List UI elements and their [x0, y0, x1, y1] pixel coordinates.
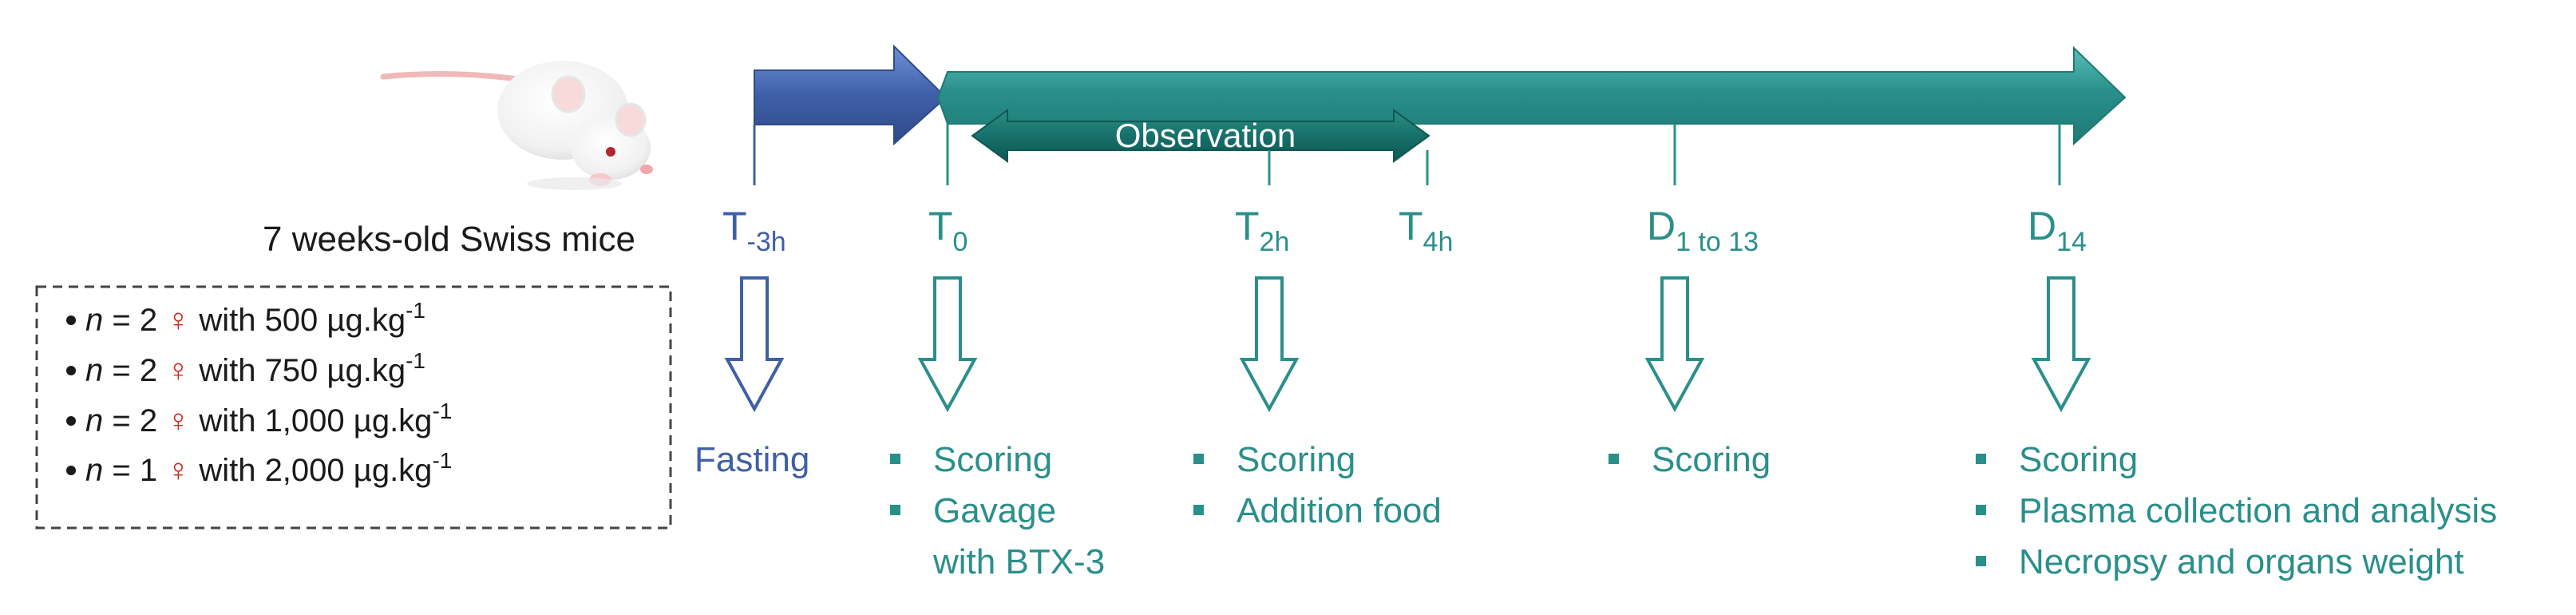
timepoint-item: Necropsy and organs weight	[2019, 542, 2464, 581]
mouse-ear-left	[551, 75, 586, 113]
dose-group-text: n = 2 ♀ with 750 µg.kg-1	[85, 348, 425, 388]
timepoint-label: T4h	[1399, 204, 1453, 257]
timepoint-label: D1 to 13	[1647, 204, 1759, 257]
mouse-image	[380, 61, 653, 190]
bullet-icon	[66, 416, 76, 426]
timepoint-label: T2h	[1235, 204, 1289, 257]
timepoint-label: D14	[2028, 204, 2087, 257]
female-symbol-icon: ♀	[166, 303, 190, 338]
down-arrow-icon	[724, 276, 785, 413]
timepoint-label: T-3h	[722, 204, 786, 257]
dose-group-text: n = 1 ♀ with 2,000 µg.kg-1	[85, 448, 452, 488]
square-bullet-icon	[1976, 556, 1986, 566]
timepoint-item: Gavage	[933, 491, 1056, 530]
timepoint-label: T0	[928, 204, 967, 257]
dose-group-row: n = 2 ♀ with 1,000 µg.kg-1	[66, 399, 452, 438]
mouse-ear-right	[615, 102, 647, 137]
mouse-tail	[380, 71, 526, 83]
dose-group-text: n = 2 ♀ with 500 µg.kg-1	[85, 298, 425, 338]
observation-arrow	[971, 109, 1430, 163]
square-bullet-icon	[1609, 454, 1619, 464]
dose-group-row: n = 2 ♀ with 750 µg.kg-1	[66, 348, 425, 388]
mouse-nose	[640, 165, 653, 174]
main-timeline-arrow	[936, 46, 2127, 146]
timepoint-d1-13: D1 to 13 Scoring	[1609, 124, 1771, 479]
subject-caption: 7 weeks-old Swiss mice	[263, 220, 635, 259]
bullet-icon	[66, 315, 76, 325]
bullet-icon	[66, 366, 76, 375]
timepoint-item: with BTX-3	[932, 542, 1105, 581]
timepoint-item: Addition food	[1237, 491, 1442, 530]
square-bullet-icon	[890, 505, 900, 515]
observation-label: Observation	[1115, 117, 1296, 154]
timepoint-t4h: T4h	[1399, 150, 1453, 257]
square-bullet-icon	[1976, 505, 1986, 515]
timepoint-item: Scoring	[1652, 440, 1771, 479]
female-symbol-icon: ♀	[166, 453, 190, 488]
square-bullet-icon	[1193, 454, 1204, 464]
timepoint-item: Scoring	[2019, 440, 2138, 479]
fasting-arrow	[754, 44, 948, 146]
square-bullet-icon	[1193, 505, 1204, 515]
dose-group-text: n = 2 ♀ with 1,000 µg.kg-1	[85, 399, 452, 438]
timepoint-item: Scoring	[933, 440, 1052, 479]
dose-groups-box: n = 2 ♀ with 500 µg.kg-1 n = 2 ♀ with 750…	[35, 285, 672, 530]
down-arrow-icon	[1239, 276, 1300, 413]
dose-group-row: n = 1 ♀ with 2,000 µg.kg-1	[66, 448, 452, 488]
female-symbol-icon: ♀	[166, 353, 190, 388]
dose-box-border	[35, 285, 672, 530]
bullet-icon	[66, 466, 76, 475]
down-arrow-icon	[2031, 276, 2091, 413]
timepoint-plain-label: Fasting	[694, 440, 809, 479]
square-bullet-icon	[1976, 454, 1986, 464]
timeline-arrows: Observation	[754, 44, 2127, 163]
square-bullet-icon	[890, 454, 900, 464]
female-symbol-icon: ♀	[166, 403, 190, 438]
timepoint-item: Scoring	[1237, 440, 1355, 479]
down-arrow-icon	[1644, 276, 1705, 413]
dose-group-row: n = 2 ♀ with 500 µg.kg-1	[66, 298, 425, 338]
down-arrow-icon	[917, 276, 978, 413]
timepoint-item: Plasma collection and analysis	[2019, 491, 2497, 530]
mouse-shadow	[527, 177, 623, 190]
mouse-eye	[606, 147, 615, 157]
